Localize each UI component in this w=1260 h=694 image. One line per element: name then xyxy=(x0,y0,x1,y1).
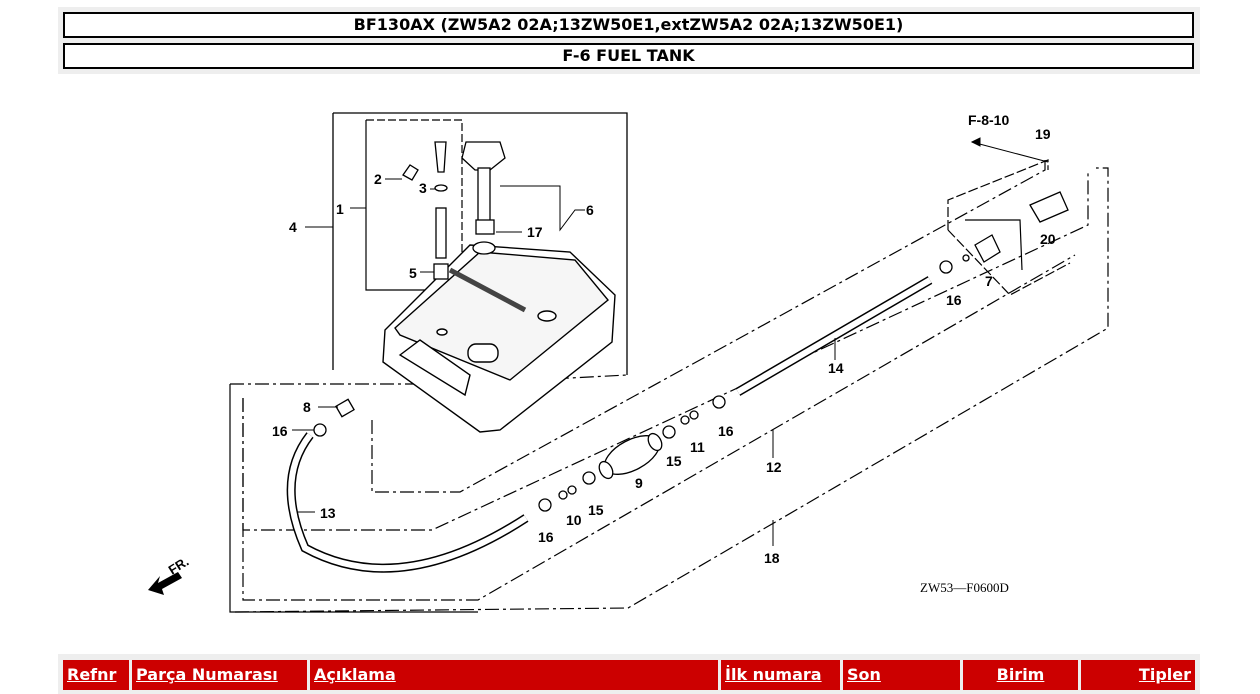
callout-12: 12 xyxy=(766,459,782,475)
model-title: BF130AX (ZW5A2 02A;13ZW50E1,extZW5A2 02A… xyxy=(63,12,1194,38)
callout-16c: 16 xyxy=(718,423,734,439)
drawing-code: ZW53—F0600D xyxy=(920,580,1009,595)
column-header-part-number[interactable]: Parça Numarası xyxy=(132,660,307,690)
column-header-refnr[interactable]: Refnr xyxy=(63,660,129,690)
callout-17: 17 xyxy=(527,224,543,240)
callout-2: 2 xyxy=(374,171,382,187)
callout-14: 14 xyxy=(828,360,844,376)
column-header-last[interactable]: Son xyxy=(843,660,960,690)
section-title: F-6 FUEL TANK xyxy=(63,43,1194,69)
callout-7: 7 xyxy=(985,273,993,289)
callout-3: 3 xyxy=(419,180,427,196)
front-label: FR. xyxy=(166,554,192,578)
callout-16b: 16 xyxy=(538,529,554,545)
callout-9: 9 xyxy=(635,475,643,491)
primer-bulb xyxy=(598,432,663,480)
column-header-description[interactable]: Açıklama xyxy=(310,660,718,690)
front-arrow-icon xyxy=(148,572,182,595)
fuel-hose-13 xyxy=(286,432,529,573)
callout-16a: 16 xyxy=(272,423,288,439)
callout-6: 6 xyxy=(586,202,594,218)
kit-box-1 xyxy=(366,119,463,280)
callout-11: 11 xyxy=(690,439,705,455)
column-header-first-number[interactable]: İlk numara xyxy=(721,660,840,690)
column-header-unit[interactable]: Birim xyxy=(963,660,1078,690)
callout-1: 1 xyxy=(336,201,344,217)
ref-section-label: F-8-10 xyxy=(968,112,1009,128)
fuel-tank xyxy=(382,244,616,433)
callout-10: 10 xyxy=(566,512,582,528)
parts-diagram: 1 2 3 4 5 6 7 8 9 10 11 12 13 14 15 15 1… xyxy=(148,112,1109,613)
kit-box-4 xyxy=(333,112,628,375)
column-header-types[interactable]: Tipler xyxy=(1081,660,1195,690)
callout-13: 13 xyxy=(320,505,336,521)
callout-18: 18 xyxy=(764,550,780,566)
callout-4: 4 xyxy=(289,219,297,235)
fuel-gauge xyxy=(461,141,506,255)
callout-19: 19 xyxy=(1035,126,1051,142)
callout-20: 20 xyxy=(1040,231,1056,247)
callout-5: 5 xyxy=(409,265,417,281)
callout-15a: 15 xyxy=(588,502,604,518)
callout-8: 8 xyxy=(303,399,311,415)
callout-15b: 15 xyxy=(666,453,682,469)
callout-16d: 16 xyxy=(946,292,962,308)
